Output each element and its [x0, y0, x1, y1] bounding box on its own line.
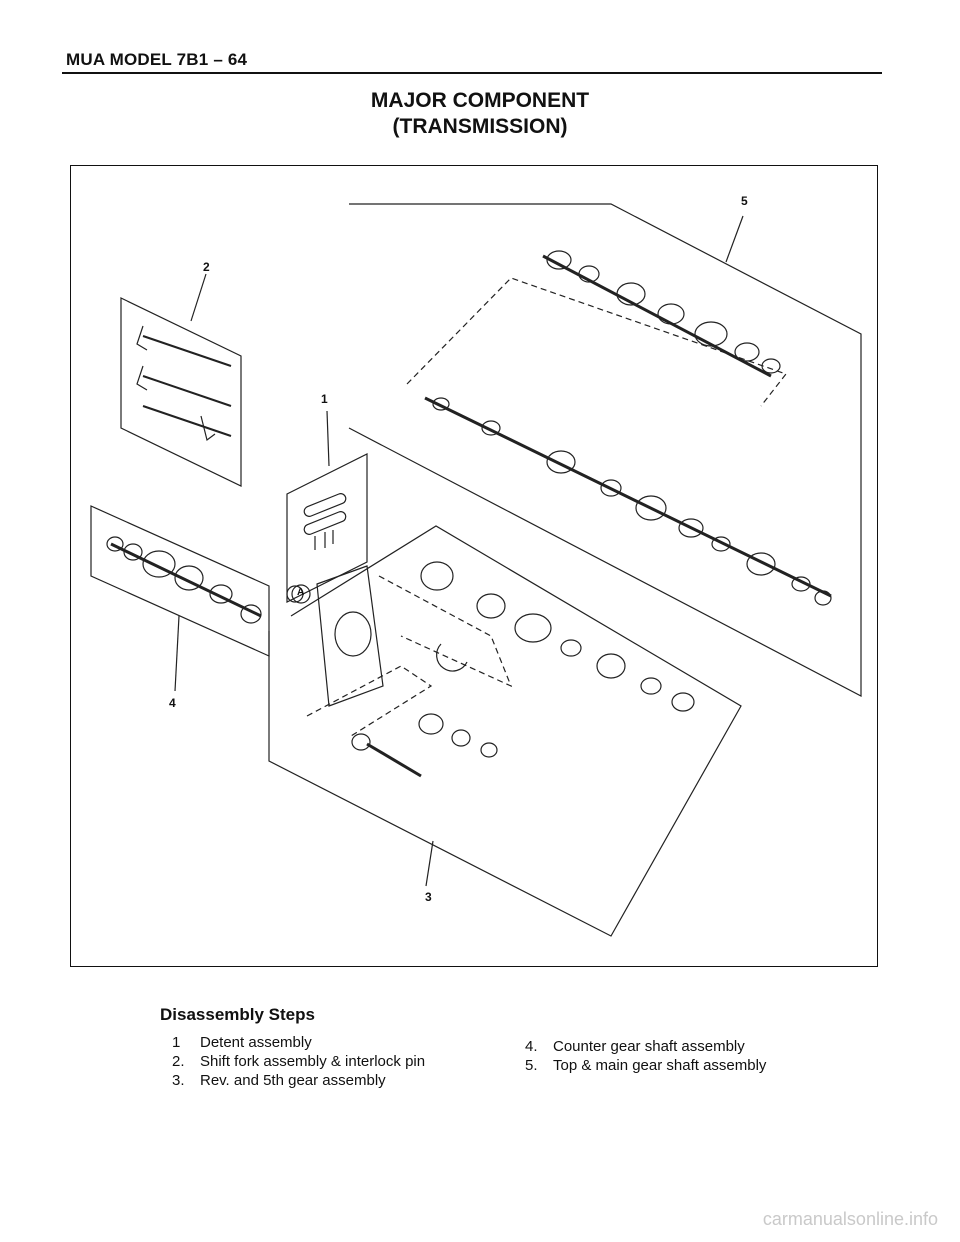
steps-column-2: 4. Counter gear shaft assembly 5. Top & …: [525, 1037, 766, 1075]
reverse-gear-parts: [351, 561, 695, 778]
leader-2: [190, 273, 207, 322]
leader-1: [326, 410, 330, 467]
callout-3: 3: [425, 890, 432, 904]
steps-column-1: 1 Detent assembly 2. Shift fork assembly…: [172, 1033, 425, 1090]
header-rule: [62, 72, 882, 74]
callout-4: 4: [169, 696, 176, 710]
list-item: 4. Counter gear shaft assembly: [525, 1037, 766, 1056]
list-item: 3. Rev. and 5th gear assembly: [172, 1071, 425, 1090]
watermark: carmanualsonline.info: [762, 1209, 938, 1229]
main-shaft-parts: [424, 250, 832, 606]
callout-2: 2: [203, 260, 210, 274]
list-item: 5. Top & main gear shaft assembly: [525, 1056, 766, 1075]
step-text: Top & main gear shaft assembly: [553, 1057, 767, 1074]
marker-a-circle: [291, 584, 311, 604]
callout-1: 1: [321, 392, 328, 406]
exploded-diagram: 5 2 1 4 3 A: [70, 165, 878, 967]
page-title-line1: MAJOR COMPONENT: [370, 89, 590, 112]
callout-5: 5: [741, 194, 748, 208]
panel-4: [90, 505, 270, 657]
page-header: MUA MODEL 7B1 – 64: [66, 50, 248, 69]
step-number: 5.: [525, 1057, 538, 1074]
counter-shaft-parts: [106, 536, 262, 624]
step-text: Rev. and 5th gear assembly: [200, 1072, 386, 1089]
transmission-exploded-view: [90, 203, 862, 937]
leader-5: [725, 215, 744, 263]
step-number: 4.: [525, 1038, 538, 1055]
leader-3: [425, 840, 434, 887]
detent-parts: [303, 493, 347, 550]
list-item: 1 Detent assembly: [172, 1033, 425, 1052]
step-number: 2.: [172, 1053, 185, 1070]
shift-fork-parts: [136, 325, 232, 442]
list-item: 2. Shift fork assembly & interlock pin: [172, 1052, 425, 1071]
panel-5-inner: [406, 277, 787, 407]
panel-3-inner: [378, 575, 513, 688]
step-text: Counter gear shaft assembly: [553, 1038, 745, 1055]
transmission-case: [286, 565, 384, 707]
step-text: Shift fork assembly & interlock pin: [200, 1053, 426, 1070]
panel-2: [120, 297, 242, 487]
panel-3-lower: [306, 665, 433, 737]
leader-4: [174, 615, 180, 692]
panel-1: [286, 453, 368, 603]
marker-a: A: [297, 587, 305, 598]
page-title-line2: (TRANSMISSION): [392, 115, 568, 138]
step-number: 3.: [172, 1072, 185, 1089]
disassembly-heading: Disassembly Steps: [160, 1005, 315, 1024]
panel-3: [268, 525, 742, 937]
step-text: Detent assembly: [200, 1034, 312, 1051]
panel-5: [348, 203, 862, 697]
step-number: 1: [172, 1034, 181, 1051]
